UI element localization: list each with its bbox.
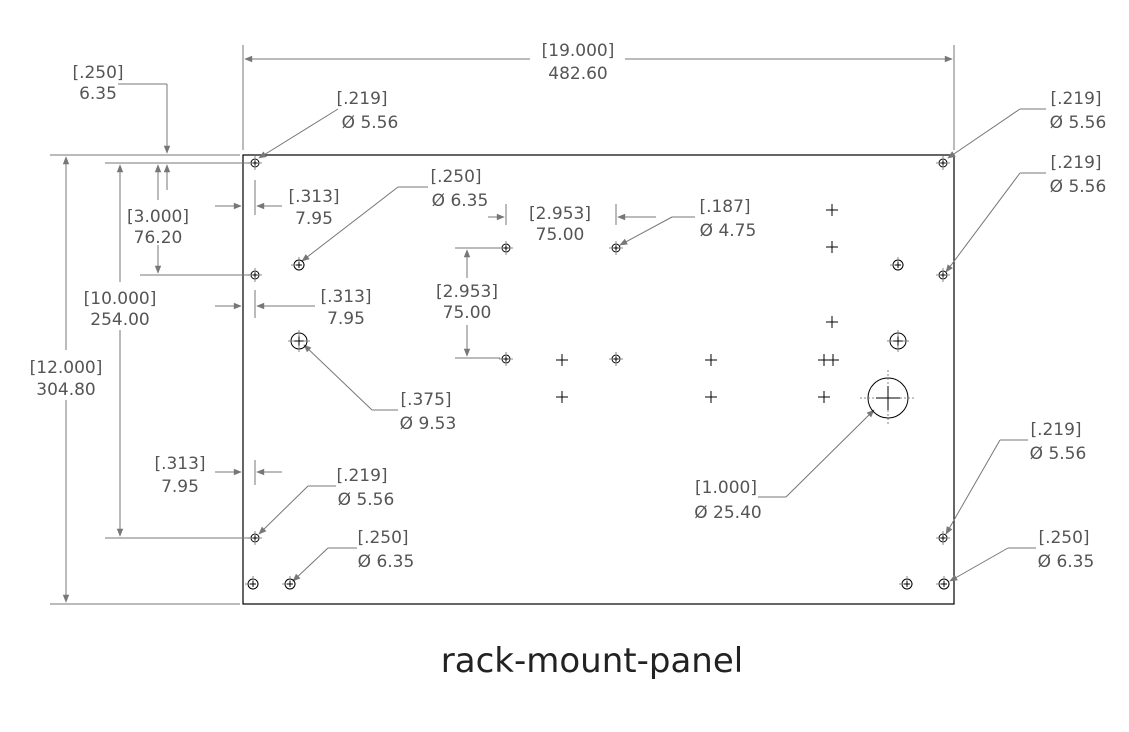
panel-outline xyxy=(242,154,955,605)
center-mark-23 xyxy=(705,354,717,366)
svg-text:[.187]: [.187] xyxy=(699,197,750,217)
hole-8 xyxy=(499,352,513,366)
height-10-mm: 254.00 xyxy=(90,310,149,330)
hole-11 xyxy=(887,330,909,352)
center-mark-19 xyxy=(826,204,838,216)
edge-313-c-mm: 7.95 xyxy=(161,477,199,497)
callout-large-1000: [1.000] Ø 25.40 xyxy=(694,409,875,523)
hole-2 xyxy=(248,268,262,282)
svg-text:Ø 5.56: Ø 5.56 xyxy=(1050,177,1107,197)
svg-text:[.219]: [.219] xyxy=(336,466,387,486)
svg-text:Ø 5.56: Ø 5.56 xyxy=(1050,113,1107,133)
svg-text:[.219]: [.219] xyxy=(336,89,387,109)
hole-9 xyxy=(609,352,623,366)
edge-250-in: [.250] xyxy=(72,63,123,83)
spacing-x-mm: 75.00 xyxy=(536,225,585,245)
svg-text:Ø 9.53: Ø 9.53 xyxy=(400,414,457,434)
svg-text:Ø 5.56: Ø 5.56 xyxy=(1030,444,1087,464)
svg-text:Ø 6.35: Ø 6.35 xyxy=(432,191,489,211)
svg-text:[.219]: [.219] xyxy=(1030,420,1081,440)
edge-313-c-in: [.313] xyxy=(154,454,205,474)
edge-313-top-dimension: [.313] 7.95 xyxy=(215,180,340,229)
height-10-in: [10.000] xyxy=(84,289,157,309)
hole-1 xyxy=(936,156,950,170)
center-mark-25 xyxy=(827,354,839,366)
drawing-title: rack-mount-panel xyxy=(441,641,743,681)
svg-text:[.250]: [.250] xyxy=(1038,528,1089,548)
svg-text:Ø 4.75: Ø 4.75 xyxy=(700,221,757,241)
overall-height-in: [12.000] xyxy=(30,358,103,378)
hole-4 xyxy=(291,257,307,273)
hole-14 xyxy=(936,531,950,545)
hole-7 xyxy=(609,241,623,255)
center-mark-20 xyxy=(826,241,838,253)
svg-text:Ø 25.40: Ø 25.40 xyxy=(694,503,761,523)
svg-text:[.219]: [.219] xyxy=(1050,153,1101,173)
callout-left-lower-219: [.219] Ø 5.56 xyxy=(258,466,395,535)
hole-13 xyxy=(248,531,262,545)
hole-18 xyxy=(936,576,952,592)
edge-250-dimension: [.250] 6.35 xyxy=(72,63,171,190)
center-mark-26 xyxy=(556,391,568,403)
overall-width-dimension: [19.000] 482.60 xyxy=(242,41,955,150)
height-3-in: [3.000] xyxy=(127,207,189,227)
edge-313-a-in: [.313] xyxy=(288,187,339,207)
center-mark-22 xyxy=(556,354,568,366)
edge-313-mid-dimension: [.313] 7.95 xyxy=(215,287,372,329)
hole-6 xyxy=(499,241,513,255)
spacing-y-in: [2.953] xyxy=(436,282,498,302)
hole-16 xyxy=(282,576,298,592)
callout-top-right: [.219] Ø 5.56 xyxy=(947,89,1107,159)
callout-right-upper: [.219] Ø 5.56 xyxy=(945,153,1107,273)
overall-height-mm: 304.80 xyxy=(36,380,95,400)
center-mark-27 xyxy=(705,391,717,403)
spacing-y-dimension: [2.953] 75.00 xyxy=(436,247,500,359)
svg-text:Ø 6.35: Ø 6.35 xyxy=(358,552,415,572)
height-3-dimension: [3.000] 76.20 xyxy=(127,164,250,276)
svg-text:[1.000]: [1.000] xyxy=(695,478,757,498)
edge-313-b-mm: 7.95 xyxy=(327,309,365,329)
spacing-x-in: [2.953] xyxy=(529,204,591,224)
hole-10 xyxy=(288,330,310,352)
callout-bottom-left-250: [.250] Ø 6.35 xyxy=(292,528,415,582)
edge-313-low-dimension: [.313] 7.95 xyxy=(154,454,282,497)
spacing-x-dimension: [2.953] 75.00 xyxy=(488,204,656,245)
overall-width-mm: 482.60 xyxy=(548,64,607,84)
callout-small-187: [.187] Ø 4.75 xyxy=(619,197,757,246)
height-10-dimension: [10.000] 254.00 xyxy=(84,162,250,539)
edge-313-b-in: [.313] xyxy=(320,287,371,307)
center-mark-28 xyxy=(818,391,830,403)
overall-width-in: [19.000] xyxy=(542,41,615,61)
svg-text:[.219]: [.219] xyxy=(1050,89,1101,109)
callout-medium-375: [.375] Ø 9.53 xyxy=(303,344,457,434)
hole-3 xyxy=(936,268,950,282)
hole-17 xyxy=(899,576,915,592)
hole-12 xyxy=(860,370,916,426)
svg-text:Ø 5.56: Ø 5.56 xyxy=(338,490,395,510)
svg-text:[.375]: [.375] xyxy=(400,390,451,410)
callout-bottom-right-250: [.250] Ø 6.35 xyxy=(949,528,1095,582)
svg-text:[.250]: [.250] xyxy=(357,528,408,548)
callout-top-left: [.219] Ø 5.56 xyxy=(258,89,399,159)
center-mark-21 xyxy=(826,316,838,328)
hole-0 xyxy=(248,156,262,170)
overall-height-dimension: [12.000] 304.80 xyxy=(30,154,240,605)
edge-250-mm: 6.35 xyxy=(79,84,117,104)
height-3-mm: 76.20 xyxy=(134,228,183,248)
holes-layer xyxy=(245,156,952,592)
spacing-y-mm: 75.00 xyxy=(443,303,492,323)
svg-text:Ø 6.35: Ø 6.35 xyxy=(1038,552,1095,572)
callout-left-250: [.250] Ø 6.35 xyxy=(301,167,489,262)
svg-text:Ø 5.56: Ø 5.56 xyxy=(342,113,399,133)
hole-5 xyxy=(890,257,906,273)
svg-text:[.250]: [.250] xyxy=(430,167,481,187)
edge-313-a-mm: 7.95 xyxy=(295,209,333,229)
callout-right-lower-219: [.219] Ø 5.56 xyxy=(945,420,1087,535)
hole-15 xyxy=(245,576,261,592)
